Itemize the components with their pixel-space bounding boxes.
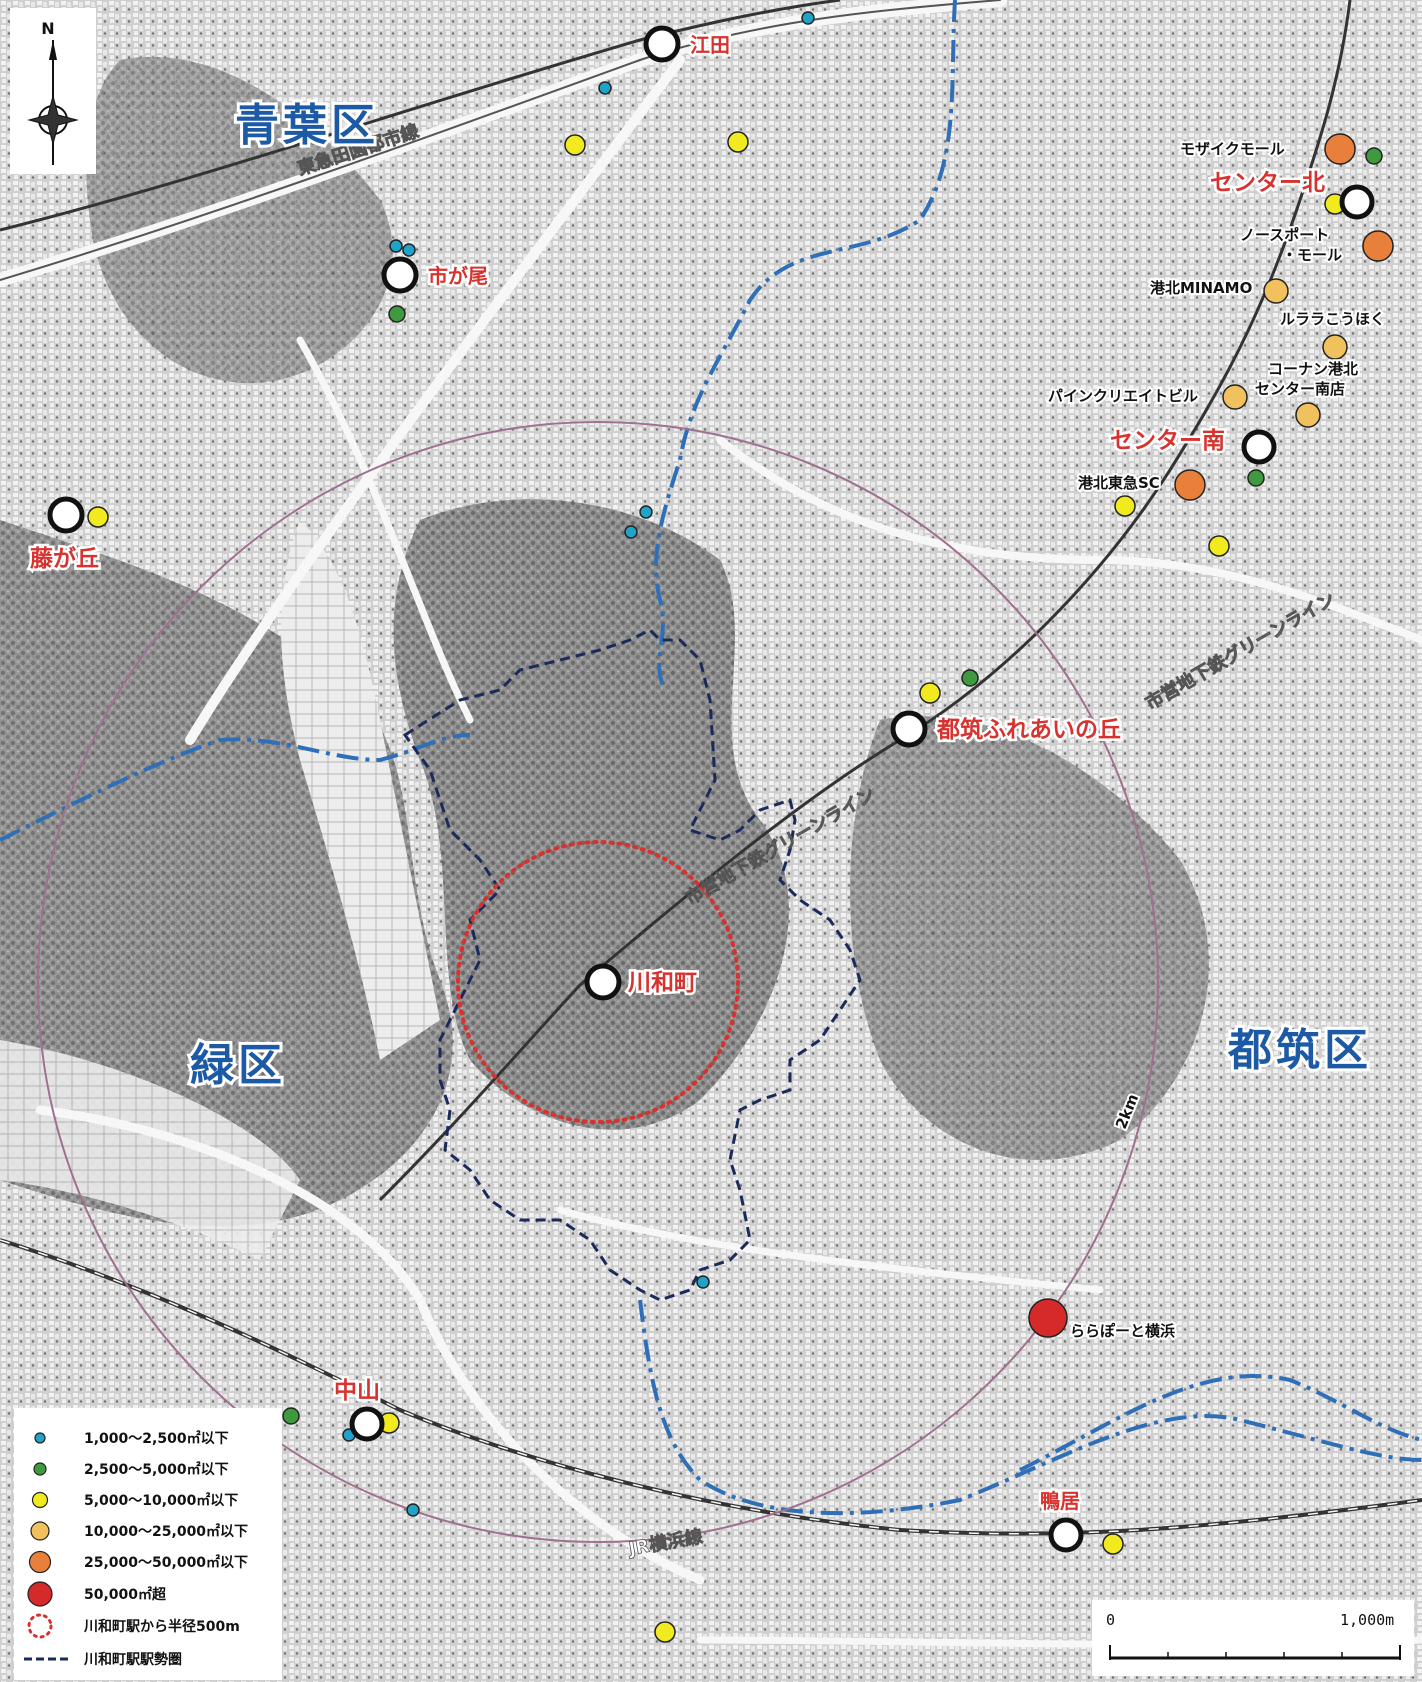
shop-label-minamo: 港北MINAMO <box>1150 279 1252 297</box>
legend-swatch <box>27 1613 53 1639</box>
station-nakayama[interactable] <box>349 1406 385 1442</box>
legend-swatch <box>31 1491 49 1509</box>
legend-label: 2,500～5,000㎡以下 <box>84 1461 229 1478</box>
roads <box>0 0 1001 281</box>
legend: 1,000～2,500㎡以下 2,500～5,000㎡以下 5,000～10,0… <box>14 1408 282 1680</box>
shop-marker[interactable] <box>1174 469 1206 501</box>
shop-marker[interactable] <box>1324 133 1356 165</box>
station-sphere-boundary <box>402 628 862 1302</box>
station-tsuzuki-fureai[interactable] <box>890 710 928 748</box>
river-north <box>654 0 957 691</box>
station-kamoi[interactable] <box>1048 1517 1084 1553</box>
shop-marker[interactable] <box>1322 334 1348 360</box>
shop-marker[interactable] <box>961 669 979 687</box>
station-center-kita[interactable] <box>1339 184 1375 220</box>
shop-label-northport-2: ・モール <box>1282 246 1342 264</box>
station-fujigaoka[interactable] <box>47 496 85 534</box>
station-label-nakayama: 中山 <box>334 1378 380 1404</box>
station-label-tsuzuki-fureai: 都筑ふれあいの丘 <box>936 716 1121 743</box>
shop-marker[interactable] <box>801 11 815 25</box>
shop-marker[interactable] <box>598 81 612 95</box>
shop-label-lalaport: ららぽーと横浜 <box>1070 1322 1175 1340</box>
shop-marker[interactable] <box>919 682 941 704</box>
shop-marker[interactable] <box>402 243 416 257</box>
legend-swatch <box>34 1432 46 1444</box>
shop-marker[interactable] <box>639 505 653 519</box>
shop-marker[interactable] <box>624 525 638 539</box>
legend-label: 川和町駅から半径500m <box>83 1618 240 1635</box>
radius-500m-circle <box>456 840 740 1124</box>
denentoshi-line <box>0 0 841 232</box>
shop-label-pine: パインクリエイトビル <box>1048 387 1198 405</box>
legend-swatch <box>27 1581 53 1607</box>
legend-label: 10,000～25,000㎡以下 <box>84 1523 248 1540</box>
scale-label-start: 0 <box>1106 1611 1115 1629</box>
river-south-branch <box>1019 1374 1422 1472</box>
shop-marker[interactable] <box>1263 278 1289 304</box>
compass: N <box>10 8 96 174</box>
station-kawawacho[interactable] <box>584 963 622 1001</box>
shop-marker[interactable] <box>696 1275 710 1289</box>
rail-lines <box>0 0 1422 1536</box>
compass-rose-icon <box>27 94 79 146</box>
station-label-eda: 江田 <box>690 33 730 57</box>
valley-fields <box>281 520 440 1060</box>
forest-area-east <box>850 716 1209 1161</box>
ward-label-aoba: 青葉区 <box>235 100 379 151</box>
station-label-ichigao: 市が尾 <box>428 264 488 288</box>
legend-swatch <box>28 1550 52 1574</box>
legend-swatch <box>30 1521 50 1541</box>
scale-label-end: 1,000m <box>1340 1611 1394 1629</box>
station-markers <box>47 25 1375 1553</box>
legend-label: 1,000～2,500㎡以下 <box>84 1430 229 1447</box>
legend-label: 50,000㎡超 <box>84 1586 167 1603</box>
green-line <box>378 0 1352 1202</box>
shop-marker[interactable] <box>406 1503 420 1517</box>
shop-marker[interactable] <box>564 134 586 156</box>
shop-marker[interactable] <box>1208 535 1230 557</box>
shop-marker[interactable] <box>1362 230 1394 262</box>
shop-marker[interactable] <box>654 1621 676 1643</box>
shop-label-rurara: ルララこうほく <box>1280 310 1385 328</box>
shop-label-tokyu-sc: 港北東急SC <box>1078 474 1160 492</box>
radius-2km-circle <box>37 421 1159 1543</box>
ward-label-tsuzuki: 都筑区 <box>1227 1025 1372 1076</box>
shop-label-kohnan-2: センター南店 <box>1255 380 1345 398</box>
legend-label: 川和町駅駅勢圏 <box>83 1651 182 1668</box>
station-label-center-minami: センター南 <box>1110 428 1225 454</box>
station-ichigao[interactable] <box>381 256 419 294</box>
shop-label-northport: ノースポート <box>1240 226 1329 244</box>
station-label-center-kita: センター北 <box>1210 170 1325 196</box>
station-label-fujigaoka: 藤が丘 <box>30 545 99 572</box>
southwest-fields <box>0 1040 300 1260</box>
river-south <box>638 1299 1422 1516</box>
shop-marker[interactable] <box>1102 1533 1124 1555</box>
scale-bar: 0 1,000m <box>1092 1600 1414 1676</box>
station-eda[interactable] <box>643 25 681 63</box>
shop-marker[interactable] <box>1114 495 1136 517</box>
station-label-kamoi: 鴨居 <box>1040 1489 1080 1513</box>
shop-marker[interactable] <box>1028 1298 1068 1338</box>
ward-label-midori: 緑区 <box>190 1040 286 1091</box>
shop-marker[interactable] <box>282 1407 300 1425</box>
shop-marker[interactable] <box>727 131 749 153</box>
shop-marker[interactable] <box>388 305 406 323</box>
legend-label: 5,000～10,000㎡以下 <box>84 1492 238 1509</box>
shop-marker[interactable] <box>1295 402 1321 428</box>
forest-area-central <box>393 499 789 1130</box>
shop-label-kohnan: コーナン港北 <box>1268 360 1358 378</box>
shop-marker[interactable] <box>1365 147 1383 165</box>
shop-marker[interactable] <box>87 506 109 528</box>
shop-marker[interactable] <box>1247 469 1265 487</box>
legend-label: 25,000～50,000㎡以下 <box>84 1554 248 1571</box>
compass-north-label: N <box>41 19 54 38</box>
station-label-kawawacho: 川和町 <box>628 970 697 996</box>
station-center-minami[interactable] <box>1241 429 1277 465</box>
shop-marker[interactable] <box>389 239 403 253</box>
legend-swatch <box>33 1462 47 1476</box>
shop-marker[interactable] <box>1222 384 1248 410</box>
shop-label-mosaic: モザイクモール <box>1180 140 1285 158</box>
